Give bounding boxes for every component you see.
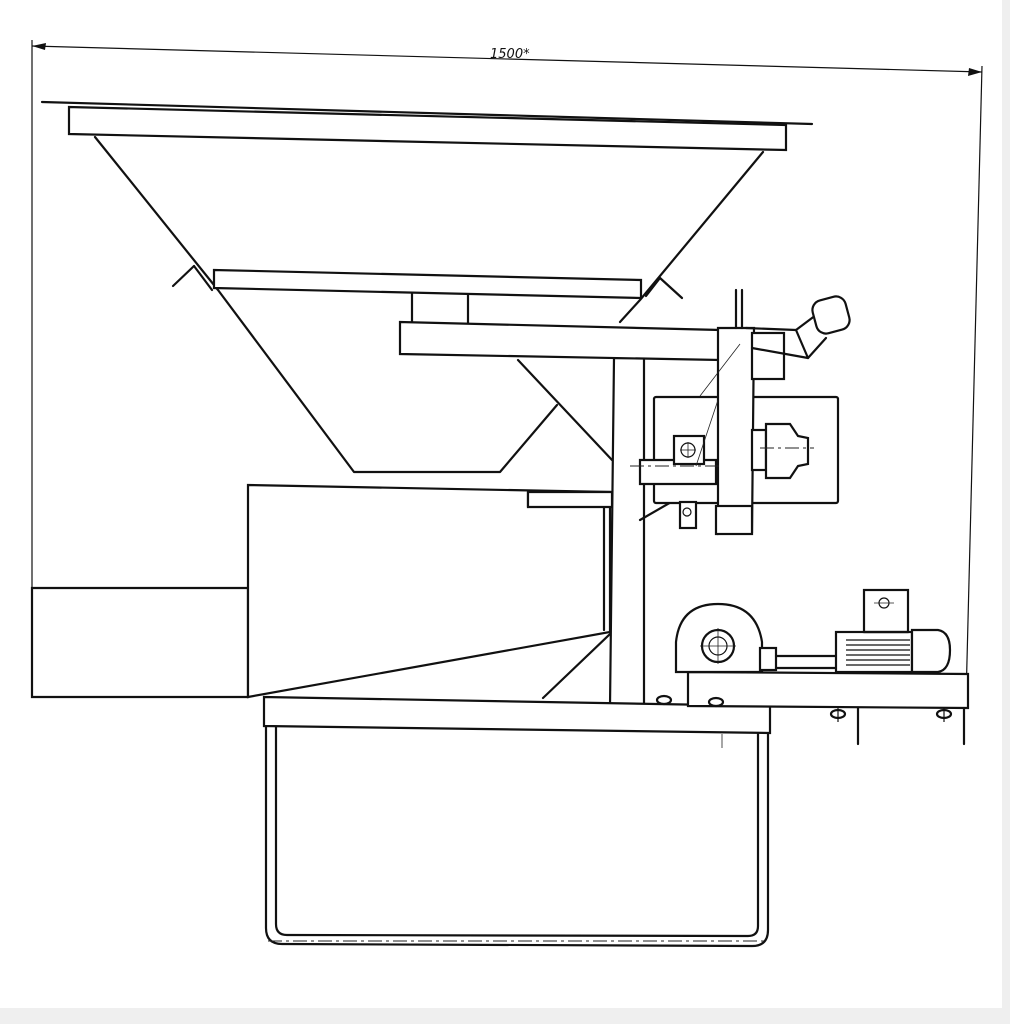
lever-assembly xyxy=(630,288,851,536)
mount-bolts xyxy=(655,694,953,722)
scan-bottom-edge xyxy=(0,1008,1010,1024)
feed-box xyxy=(30,483,614,700)
hopper xyxy=(40,100,814,474)
crank-knob xyxy=(811,295,851,335)
collection-tray xyxy=(264,725,770,948)
overall-width-dimension: 1500* xyxy=(31,40,983,701)
base-plate xyxy=(262,695,772,735)
motor-unit xyxy=(655,588,970,746)
overall-width-label: 1500* xyxy=(490,47,530,62)
motor-cooling-fins xyxy=(846,639,910,666)
frame-post xyxy=(398,320,722,708)
scan-right-edge xyxy=(1002,0,1010,1024)
